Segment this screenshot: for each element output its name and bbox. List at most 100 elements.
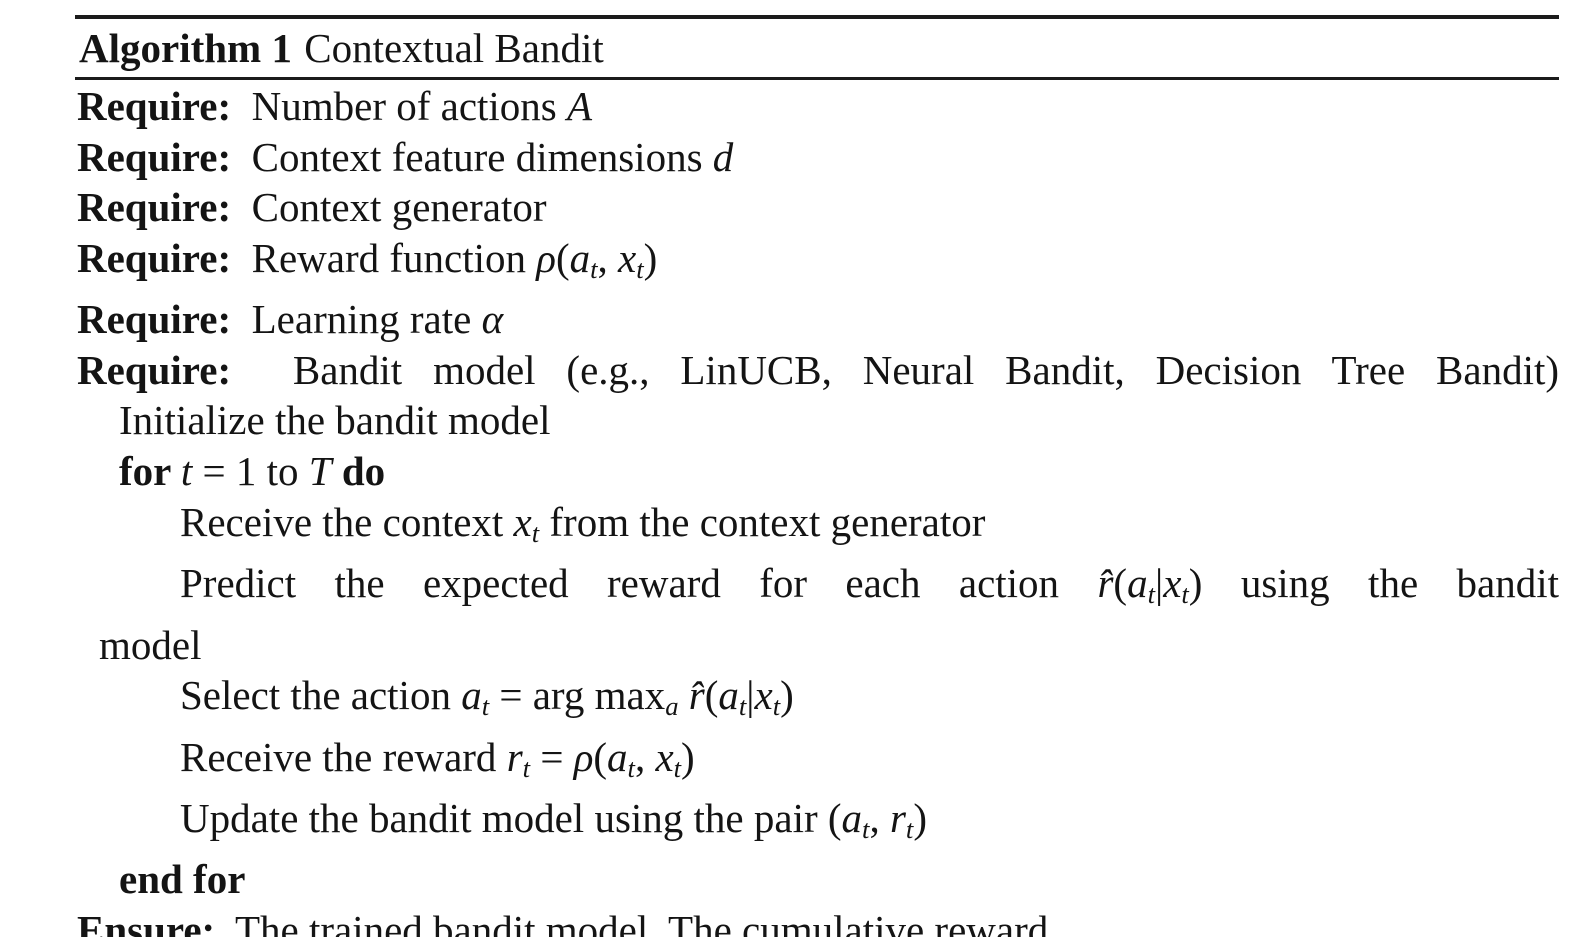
algorithm-segment: ,	[869, 795, 890, 842]
algorithm-segment: t	[905, 813, 914, 844]
algorithm-segment: t	[627, 752, 635, 783]
algorithm-segment: t	[180, 448, 193, 495]
algorithm-segment: Receive the reward	[180, 733, 507, 780]
algorithm-segment	[679, 672, 689, 718]
algorithm-segment: ,	[597, 234, 619, 281]
algorithm-segment: for	[119, 448, 181, 495]
algorithm-segment: Context feature dimensions	[231, 133, 713, 180]
algorithm-line: Select the action at = arg maxa r̂(at|xt…	[180, 670, 1559, 731]
algorithm-line: end for	[119, 854, 1559, 905]
algorithm-segment: r̂	[1097, 560, 1114, 607]
algorithm-segment: (	[1113, 560, 1128, 607]
algorithm-line: Require: Number of actions A	[77, 81, 1559, 132]
algorithm-segment: A	[567, 83, 593, 129]
algorithm-segment: Initialize the bandit model	[119, 397, 551, 444]
algorithm-segment: t	[531, 517, 540, 548]
algorithm-line: Receive the context xt from the context …	[180, 497, 1559, 558]
algorithm-line: for t = 1 to T do	[119, 446, 1559, 497]
algorithm-segment: r̂	[688, 672, 705, 719]
algorithm-segment: Number of actions	[231, 83, 568, 129]
algorithm-line: Update the bandit model using the pair (…	[180, 793, 1559, 854]
algorithm-segment: )	[780, 672, 794, 719]
algorithm-segment: Reward function	[231, 234, 537, 281]
algorithm-segment: (	[593, 733, 608, 780]
algorithm-segment: Update the bandit model using the pair (	[180, 795, 842, 842]
algorithm-segment: = arg max	[489, 672, 666, 719]
algorithm-figure: Algorithm 1 Contextual Bandit Require: Nu…	[75, 15, 1559, 937]
algorithm-segment: |	[1154, 560, 1164, 607]
algorithm-segment: Require:	[77, 83, 232, 129]
algorithm-segment: Require:	[77, 234, 232, 281]
algorithm-line: Require: Learning rate α	[77, 294, 1559, 345]
algorithm-segment: Learning rate	[231, 296, 482, 343]
algorithm-segment: a	[569, 234, 591, 281]
algorithm-segment: Receive the context	[180, 498, 514, 545]
algorithm-segment: x	[513, 498, 532, 545]
algorithm-segment: (	[555, 234, 570, 281]
algorithm-segment: )	[643, 234, 658, 281]
algorithm-segment: r	[889, 795, 906, 842]
algorithm-segment: (	[704, 672, 719, 719]
algorithm-segment: t	[590, 253, 598, 284]
algorithm-segment: a	[718, 672, 739, 719]
algorithm-label: Algorithm 1	[79, 25, 292, 71]
algorithm-segment: ,	[634, 733, 656, 780]
algorithm-segment: a	[841, 795, 863, 842]
algorithm-segment: Bandit model (e.g., LinUCB, Neural Bandi…	[231, 346, 1559, 393]
algorithm-line: Receive the reward rt = ρ(at, xt)	[180, 732, 1559, 793]
algorithm-line: Require: Bandit model (e.g., LinUCB, Neu…	[77, 345, 1559, 396]
algorithm-segment: t	[862, 813, 870, 844]
algorithm-line: Require: Reward function ρ(at, xt)	[77, 233, 1559, 294]
algorithm-segment: Context generator	[231, 184, 547, 231]
algorithm-segment: = 1 to	[192, 448, 309, 495]
algorithm-segment: T	[308, 448, 332, 495]
algorithm-segment: t	[522, 752, 531, 783]
algorithm-segment: t	[481, 690, 490, 721]
algorithm-segment: Require:	[77, 184, 232, 231]
algorithm-segment: Require:	[77, 296, 232, 343]
algorithm-segment: )	[913, 795, 927, 842]
algorithm-segment: a	[607, 733, 628, 780]
algorithm-segment: a	[1127, 560, 1148, 607]
algorithm-segment: from the context generator	[539, 498, 986, 545]
algorithm-segment: end for	[119, 856, 246, 903]
algorithm-segment: t	[1147, 578, 1155, 609]
algorithm-line: Require: Context generator	[77, 182, 1559, 233]
algorithm-segment: model	[99, 621, 202, 668]
algorithm-segment: d	[712, 133, 734, 180]
algorithm-line: Ensure: The trained bandit model, The cu…	[77, 905, 1559, 937]
algorithm-segment: t	[636, 253, 644, 284]
algorithm-segment: The trained bandit model, The cumulative…	[215, 907, 1049, 937]
algorithm-segment: a	[665, 690, 679, 721]
algorithm-title: Contextual Bandit	[304, 25, 604, 71]
algorithm-segment: ρ	[536, 234, 556, 281]
algorithm-segment: x	[1163, 560, 1182, 607]
algorithm-segment: r	[506, 733, 523, 780]
algorithm-line: Predict the expected reward for each act…	[180, 558, 1559, 619]
algorithm-segment: Ensure:	[77, 907, 216, 937]
algorithm-segment: x	[754, 672, 773, 719]
algorithm-segment: a	[461, 672, 482, 719]
algorithm-segment: α	[481, 296, 504, 343]
algorithm-segment: t	[673, 752, 682, 783]
algorithm-segment: |	[746, 672, 755, 719]
algorithm-segment: do	[331, 448, 386, 495]
algorithm-segment: )	[681, 733, 695, 780]
algorithm-segment: t	[772, 690, 781, 721]
algorithm-segment: t	[1181, 578, 1189, 609]
algorithm-segment: t	[738, 690, 747, 721]
algorithm-segment: Select the action	[180, 672, 462, 719]
algorithm-segment: Require:	[77, 133, 232, 180]
algorithm-segment: x	[655, 733, 674, 780]
algorithm-header: Algorithm 1 Contextual Bandit	[75, 19, 1559, 80]
algorithm-segment: ρ	[573, 733, 594, 780]
algorithm-line: model	[99, 620, 1559, 671]
algorithm-segment: Require:	[77, 346, 232, 393]
algorithm-segment: x	[618, 234, 637, 281]
algorithm-line: Require: Context feature dimensions d	[77, 132, 1559, 183]
algorithm-segment: Predict the expected reward for each act…	[180, 560, 1098, 607]
algorithm-line: Initialize the bandit model	[119, 395, 1559, 446]
algorithm-segment: =	[530, 733, 574, 780]
